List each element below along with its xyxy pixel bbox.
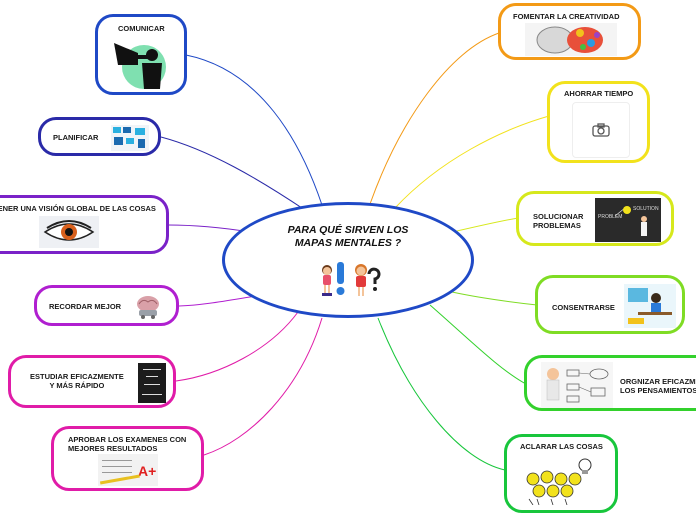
node-fomentar[interactable]: FOMENTAR LA CREATIVIDAD xyxy=(498,3,641,60)
kids-exclamation-question-icon xyxy=(317,260,389,302)
node-aprobar[interactable]: APROBAR LOS EXAMENES CON MEJORES RESULTA… xyxy=(51,426,204,491)
node-planificar[interactable]: PLANIFICAR xyxy=(38,117,161,156)
central-title-line1: PARA QUÉ SIRVEN LOS xyxy=(225,224,471,237)
node-estudiar[interactable]: ESTUDIAR EFICAZMENTE Y MÁS RÁPIDO xyxy=(8,355,176,408)
brain-icon xyxy=(133,294,163,320)
label-aprobar-line2: MEJORES RESULTADOS xyxy=(68,444,186,453)
image-text-solution: SOLUTION xyxy=(633,206,659,212)
node-comunicar[interactable]: COMUNICAR xyxy=(95,14,187,95)
flowchart-icon xyxy=(541,362,613,408)
label-solucionar-line1: SOLUCIONAR xyxy=(533,212,583,221)
label-organizar-line1: ORGNIZAR EFICAZMENTE xyxy=(620,377,696,386)
link-aclarar xyxy=(378,318,505,470)
label-estudiar-line1: ESTUDIAR EFICAZMENTE xyxy=(30,372,124,381)
label-aprobar: APROBAR LOS EXAMENES CON MEJORES RESULTA… xyxy=(68,435,186,453)
node-concentrarse[interactable]: CONSENTRARSE xyxy=(535,275,685,334)
exam-paper-icon: A+ xyxy=(98,454,158,486)
label-aprobar-line1: APROBAR LOS EXAMENES CON xyxy=(68,435,186,444)
desk-worker-icon xyxy=(624,284,676,328)
camera-icon xyxy=(592,123,610,137)
label-comunicar: COMUNICAR xyxy=(118,24,165,33)
link-aprobar xyxy=(204,318,322,455)
link-planificar xyxy=(161,137,305,210)
label-aclarar: ACLARAR LAS COSAS xyxy=(520,442,603,451)
link-concentrarse xyxy=(452,292,537,305)
label-solucionar: SOLUCIONAR PROBLEMAS xyxy=(533,212,583,230)
link-organizar xyxy=(430,305,526,384)
node-aclarar[interactable]: ACLARAR LAS COSAS xyxy=(504,434,618,513)
link-estudiar xyxy=(176,312,298,381)
label-ahorrar: AHORRAR TIEMPO xyxy=(564,89,633,98)
label-estudiar: ESTUDIAR EFICAZMENTE Y MÁS RÁPIDO xyxy=(30,372,124,390)
label-vision: TENER UNA VISIÓN GLOBAL DE LAS COSAS xyxy=(0,204,156,213)
label-organizar-line2: LOS PENSAMIENTOS xyxy=(620,386,696,395)
label-recordar: RECORDAR MEJOR xyxy=(49,302,121,311)
study-card-icon xyxy=(138,363,166,403)
central-title: PARA QUÉ SIRVEN LOS MAPAS MENTALES ? xyxy=(225,224,471,250)
node-organizar[interactable]: ORGNIZAR EFICAZMENTE LOS PENSAMIENTOS xyxy=(524,355,696,411)
label-fomentar: FOMENTAR LA CREATIVIDAD xyxy=(513,12,620,21)
link-comunicar xyxy=(186,55,322,205)
central-title-line2: MAPAS MENTALES ? xyxy=(225,237,471,250)
node-ahorrar[interactable]: AHORRAR TIEMPO xyxy=(547,81,650,163)
link-fomentar xyxy=(370,33,499,204)
image-placeholder xyxy=(572,102,630,158)
label-planificar: PLANIFICAR xyxy=(53,133,98,142)
label-estudiar-line2: Y MÁS RÁPIDO xyxy=(30,381,124,390)
central-topic[interactable]: PARA QUÉ SIRVEN LOS MAPAS MENTALES ? xyxy=(222,202,474,318)
creative-brain-icon xyxy=(525,23,617,56)
label-organizar: ORGNIZAR EFICAZMENTE LOS PENSAMIENTOS xyxy=(620,377,696,395)
planning-board-icon xyxy=(111,125,149,151)
label-concentrarse: CONSENTRARSE xyxy=(552,303,615,312)
image-text-problem: PROBLEM xyxy=(598,214,622,220)
node-vision[interactable]: TENER UNA VISIÓN GLOBAL DE LAS COSAS xyxy=(0,195,169,254)
node-recordar[interactable]: RECORDAR MEJOR xyxy=(34,285,179,326)
lightbulb-crowd-icon xyxy=(523,457,601,505)
problem-solution-icon: PROBLEM SOLUTION xyxy=(595,198,661,242)
eye-icon xyxy=(39,216,99,248)
node-solucionar[interactable]: SOLUCIONAR PROBLEMAS PROBLEM SOLUTION xyxy=(516,191,674,246)
label-solucionar-line2: PROBLEMAS xyxy=(533,221,583,230)
svg-text:A+: A+ xyxy=(138,463,156,479)
megaphone-person-icon xyxy=(112,35,172,90)
